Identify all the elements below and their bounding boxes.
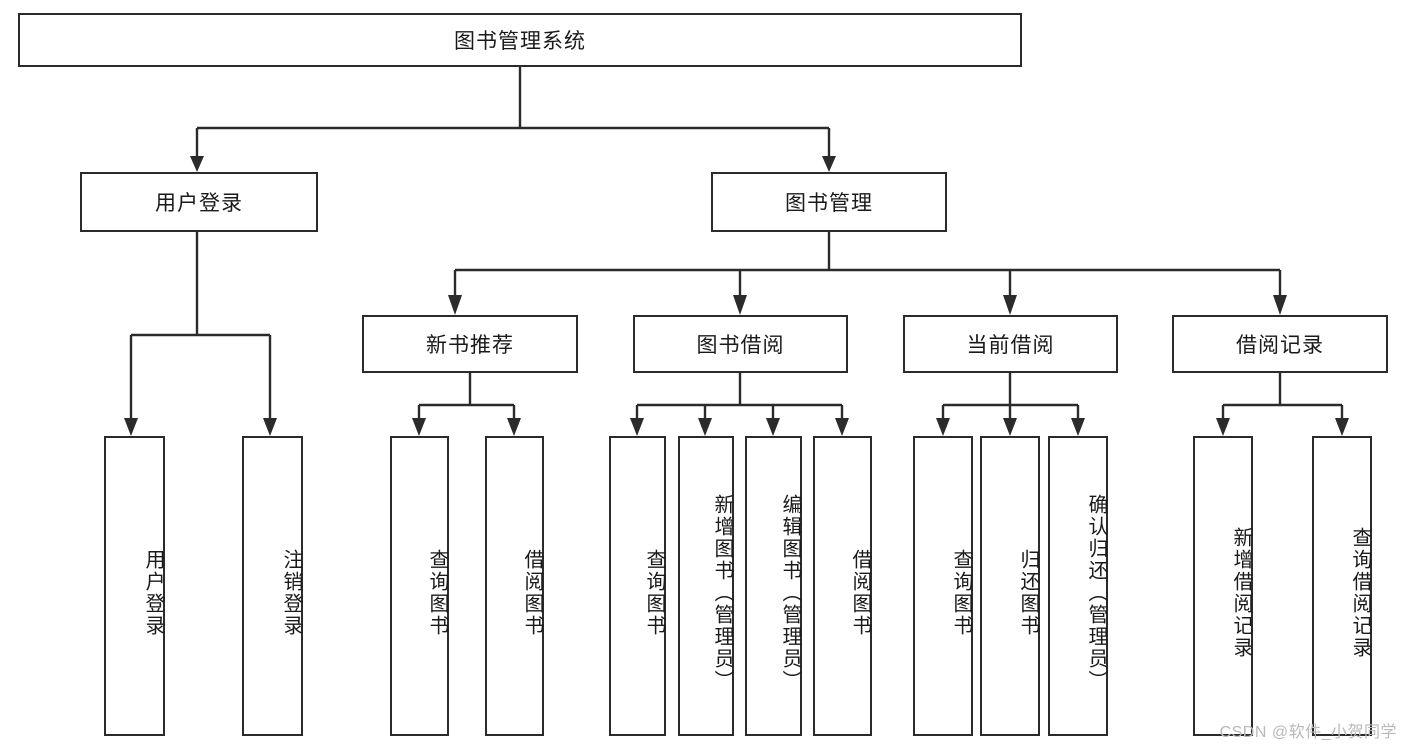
node-label: 借阅图书 bbox=[849, 549, 871, 637]
node-label: 新增图书（管理员） bbox=[711, 494, 733, 692]
node-label: 用户登录 bbox=[155, 192, 243, 215]
leaf-cb-confirm-return-admin[interactable]: 确认归还（管理员） bbox=[1048, 436, 1108, 736]
leaf-cb-query-book[interactable]: 查询图书 bbox=[913, 436, 973, 736]
arrowhead-leaf-logout bbox=[263, 418, 277, 436]
node-label: 查询借阅记录 bbox=[1349, 527, 1371, 659]
node-label: 查询图书 bbox=[426, 549, 448, 637]
node-label: 查询图书 bbox=[950, 549, 972, 637]
node-label: 借阅记录 bbox=[1236, 334, 1324, 357]
node-book-borrow[interactable]: 图书借阅 bbox=[633, 315, 848, 373]
node-root-library-management-system[interactable]: 图书管理系统 bbox=[18, 13, 1022, 67]
arrowhead-cb-leaf3 bbox=[1071, 418, 1085, 436]
node-label: 查询图书 bbox=[643, 549, 665, 637]
leaf-bb-add-book-admin[interactable]: 新增图书（管理员） bbox=[678, 436, 734, 736]
node-label: 归还图书 bbox=[1017, 549, 1039, 637]
arrowhead-bb-leaf4 bbox=[835, 418, 849, 436]
arrowhead-nb-leaf1 bbox=[412, 418, 426, 436]
node-label: 新增借阅记录 bbox=[1230, 527, 1252, 659]
leaf-nb-query-book[interactable]: 查询图书 bbox=[390, 436, 449, 736]
leaf-user-login[interactable]: 用户登录 bbox=[104, 436, 165, 736]
node-user-login[interactable]: 用户登录 bbox=[80, 172, 318, 232]
node-label: 当前借阅 bbox=[966, 334, 1055, 357]
node-label: 注销登录 bbox=[280, 549, 302, 637]
leaf-cb-return-book[interactable]: 归还图书 bbox=[980, 436, 1040, 736]
leaf-br-query-record[interactable]: 查询借阅记录 bbox=[1312, 436, 1372, 736]
node-new-book-recommend[interactable]: 新书推荐 bbox=[362, 315, 578, 373]
node-label: 确认归还（管理员） bbox=[1085, 494, 1107, 692]
node-label: 用户登录 bbox=[142, 549, 164, 637]
arrowhead-borrow-record bbox=[1273, 295, 1287, 315]
node-label: 图书管理 bbox=[785, 192, 873, 215]
arrowhead-cb-leaf2 bbox=[1003, 418, 1017, 436]
arrowhead-user-login bbox=[190, 156, 204, 172]
node-borrow-record[interactable]: 借阅记录 bbox=[1172, 315, 1388, 373]
node-label: 借阅图书 bbox=[521, 549, 543, 637]
node-current-borrow[interactable]: 当前借阅 bbox=[903, 315, 1118, 373]
arrowhead-new-book bbox=[448, 295, 462, 315]
node-book-management[interactable]: 图书管理 bbox=[711, 172, 947, 232]
leaf-bb-borrow-book[interactable]: 借阅图书 bbox=[813, 436, 872, 736]
arrowhead-br-leaf1 bbox=[1216, 418, 1230, 436]
arrowhead-cb-leaf1 bbox=[936, 418, 950, 436]
node-label: 新书推荐 bbox=[426, 334, 514, 357]
leaf-br-add-record[interactable]: 新增借阅记录 bbox=[1193, 436, 1253, 736]
arrowhead-nb-leaf2 bbox=[507, 418, 521, 436]
arrowhead-book-manage bbox=[822, 156, 836, 172]
arrowhead-book-borrow bbox=[733, 295, 747, 315]
node-label: 图书管理系统 bbox=[454, 30, 586, 53]
arrowhead-br-leaf2 bbox=[1335, 418, 1349, 436]
leaf-logout[interactable]: 注销登录 bbox=[242, 436, 303, 736]
node-label: 图书借阅 bbox=[696, 334, 785, 357]
arrowhead-current-borrow bbox=[1003, 295, 1017, 315]
node-label: 编辑图书（管理员） bbox=[779, 494, 801, 692]
arrowhead-leaf-user-login bbox=[124, 418, 138, 436]
arrowhead-bb-leaf1 bbox=[630, 418, 644, 436]
arrowhead-bb-leaf3 bbox=[766, 418, 780, 436]
leaf-bb-query-book[interactable]: 查询图书 bbox=[609, 436, 666, 736]
arrowhead-bb-leaf2 bbox=[698, 418, 712, 436]
leaf-nb-borrow-book[interactable]: 借阅图书 bbox=[485, 436, 544, 736]
leaf-bb-edit-book-admin[interactable]: 编辑图书（管理员） bbox=[745, 436, 802, 736]
